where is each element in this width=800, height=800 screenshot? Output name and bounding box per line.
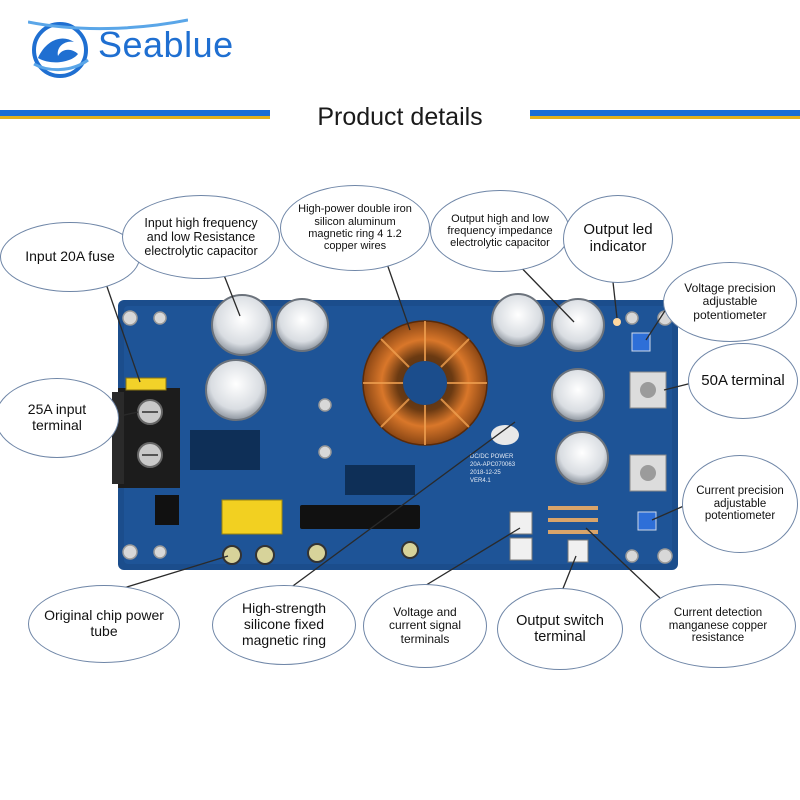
silk-text: VER4.1 <box>470 478 491 484</box>
callout-output-led: Output led indicator <box>563 195 673 283</box>
silk-text: 2018-12-25 <box>470 470 501 476</box>
fuse <box>125 377 167 391</box>
silk-text: 20A-APC070063 <box>470 462 516 468</box>
input-capacitors <box>205 294 329 421</box>
callout-current-detection: Current detection manganese copper resis… <box>640 584 796 668</box>
callout-voltage-pot: Voltage precision adjustable potentiomet… <box>663 262 797 342</box>
brand-logo: Seablue <box>28 18 248 80</box>
callout-signal-terminals: Voltage and current signal terminals <box>363 584 487 668</box>
wave-logo-icon <box>32 22 89 78</box>
header-rule-left <box>0 110 270 119</box>
callout-output-switch: Output switch terminal <box>497 588 623 670</box>
silk-text: DC/DC POWER <box>470 454 514 460</box>
output-capacitors <box>491 293 609 485</box>
callout-output-capacitor: Output high and low frequency impedance … <box>430 190 570 272</box>
signal-terminals <box>509 511 589 563</box>
transformer <box>221 499 283 535</box>
power-tubes <box>222 541 419 565</box>
callout-magnetic-ring: High-power double iron silicon aluminum … <box>280 185 430 271</box>
mount-hole <box>122 310 138 326</box>
input-terminal-block <box>112 388 180 488</box>
output-led <box>613 318 621 326</box>
output-terminals <box>629 371 667 492</box>
page-title: Product details <box>317 103 483 131</box>
callout-input-capacitor: Input high frequency and low Resistance … <box>122 195 280 279</box>
callout-silicone-ring: High-strength silicone fixed magnetic ri… <box>212 585 356 665</box>
callout-current-pot: Current precision adjustable potentiomet… <box>682 455 798 553</box>
callout-input-fuse: Input 20A fuse <box>0 222 140 292</box>
toroid-coil <box>362 320 519 446</box>
brand-name: Seablue <box>98 24 234 65</box>
voltage-pot <box>631 332 651 352</box>
callout-50a-terminal: 50A terminal <box>688 343 798 419</box>
mount-hole <box>122 544 138 560</box>
callout-power-tube: Original chip power tube <box>28 585 180 663</box>
current-pot <box>637 511 657 531</box>
mount-hole <box>657 548 673 564</box>
brand-swoosh <box>28 18 188 31</box>
header-rule-right <box>530 110 800 119</box>
callout-input-terminal: 25A input terminal <box>0 378 119 458</box>
